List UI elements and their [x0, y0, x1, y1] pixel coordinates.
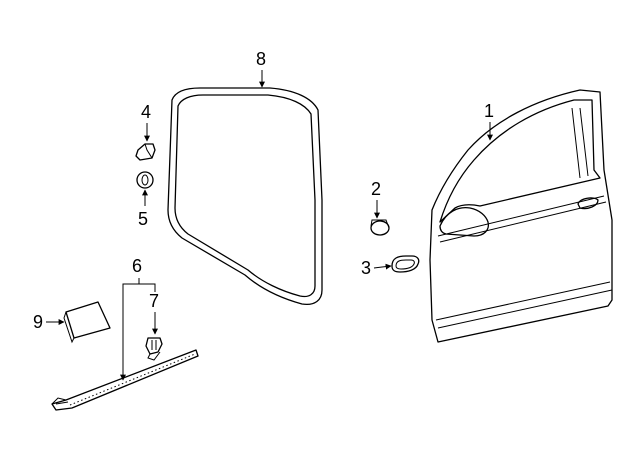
callout-9: 9 — [33, 312, 43, 332]
callout-5: 5 — [138, 209, 148, 229]
leader-3 — [373, 263, 392, 270]
molding-clip-part — [145, 337, 163, 361]
front-door-part — [429, 89, 613, 343]
callout-4: 4 — [141, 102, 151, 122]
adhesive-pad-part — [63, 301, 111, 344]
callout-7: 7 — [149, 291, 159, 311]
callout-6: 6 — [132, 256, 142, 276]
callout-3: 3 — [361, 258, 371, 278]
round-plug-part — [136, 171, 154, 189]
callout-8: 8 — [256, 49, 266, 69]
lower-molding-part — [51, 349, 199, 411]
bumper-stop-part — [135, 143, 156, 161]
callout-1: 1 — [484, 101, 494, 121]
plug-part — [370, 219, 390, 236]
oval-grommet-part — [391, 255, 420, 273]
weatherstrip-part — [167, 87, 323, 306]
callout-2: 2 — [371, 179, 381, 199]
